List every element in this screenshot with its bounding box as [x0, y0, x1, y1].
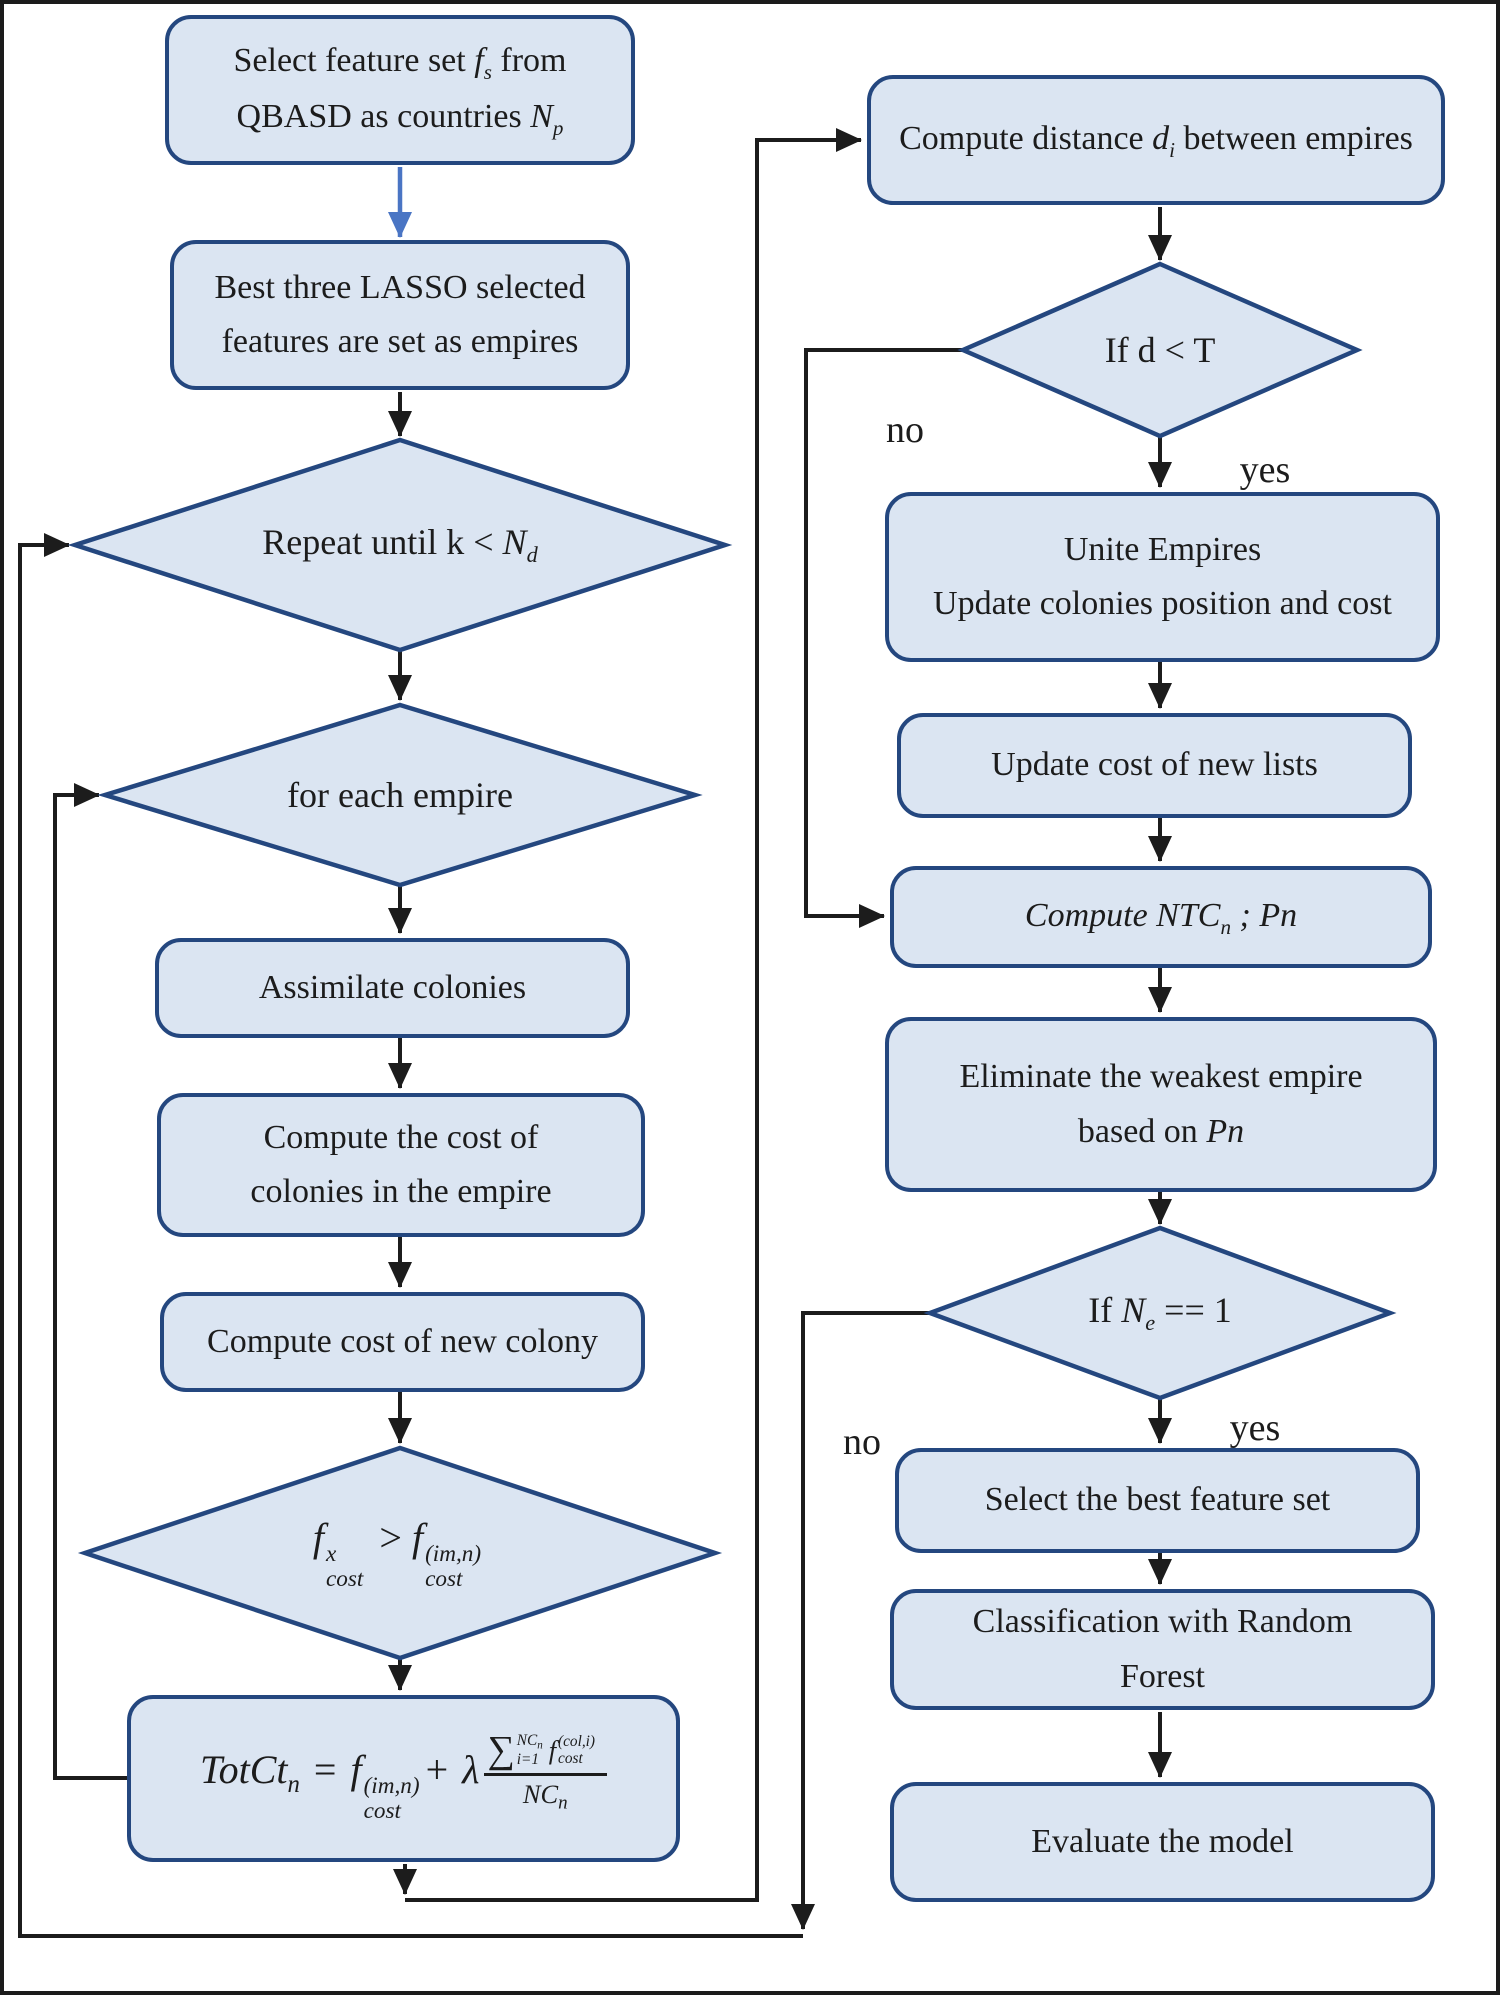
- unite-empires-box: Unite Empires Update colonies position a…: [885, 492, 1440, 662]
- eliminate-box: Eliminate the weakest empire based on Pn: [885, 1017, 1437, 1192]
- unite-empires-line2: Update colonies position and cost: [933, 585, 1392, 622]
- compute-ntc-line: Compute NTCn ; Pn: [1024, 897, 1298, 940]
- cost-colonies-line2: colonies in the empire: [250, 1173, 552, 1210]
- update-lists-box: Update cost of new lists: [897, 713, 1412, 818]
- select-best-box: Select the best feature set: [895, 1448, 1420, 1553]
- compute-ntc-box: Compute NTCn ; Pn: [890, 866, 1432, 968]
- repeat-until-diamond-shape: [67, 437, 733, 653]
- cost-colonies-box: Compute the cost of colonies in the empi…: [157, 1093, 645, 1237]
- cost-compare-diamond-shape: [77, 1445, 723, 1661]
- for-each-empire-diamond-shape: [97, 702, 703, 888]
- lasso-line1: Best three LASSO selected: [214, 268, 586, 306]
- classification-line2: Forest: [1120, 1657, 1205, 1695]
- unite-empires-line1: Unite Empires: [1063, 530, 1262, 568]
- if-d-less-t-diamond-shape: [957, 261, 1363, 439]
- if-ne-diamond-shape: [923, 1225, 1397, 1401]
- compute-distance-line: Compute distance di between empires: [899, 120, 1413, 163]
- lasso-box: Best three LASSO selected features are s…: [170, 240, 630, 390]
- if-ne-no-label: no: [843, 1421, 881, 1463]
- connector-ifdlt-no-to-ntc: [804, 348, 963, 928]
- connector-totct-to-foreach: [53, 783, 127, 1780]
- eliminate-line1: Eliminate the weakest empire: [959, 1058, 1363, 1096]
- select-feature-line1: Select feature set fs from: [233, 42, 567, 85]
- select-feature-line2: QBASD as countries Np: [236, 98, 564, 140]
- lasso-line2: features are set as empires: [221, 323, 579, 360]
- classification-box: Classification with Random Forest: [890, 1589, 1435, 1710]
- connector-totct-to-computedistance: [405, 128, 862, 1902]
- eliminate-line2: based on Pn: [1077, 1112, 1245, 1150]
- if-d-less-t-no-label: no: [886, 409, 924, 451]
- connector-feedback-to-repeat: [18, 533, 803, 1938]
- if-ne-yes-label: yes: [1229, 1407, 1281, 1449]
- compute-distance-box: Compute distance di between empires: [867, 75, 1445, 205]
- connector-ifne-no-down: [791, 1311, 930, 1930]
- assimilate-box: Assimilate colonies: [155, 938, 630, 1038]
- if-d-less-t-yes-label: yes: [1239, 449, 1291, 491]
- select-feature-box: Select feature set fs from QBASD as coun…: [165, 15, 635, 165]
- cost-new-colony-box: Compute cost of new colony: [160, 1292, 645, 1392]
- cost-colonies-line1: Compute the cost of: [263, 1118, 539, 1156]
- evaluate-box: Evaluate the model: [890, 1782, 1435, 1902]
- classification-line1: Classification with Random: [972, 1603, 1353, 1641]
